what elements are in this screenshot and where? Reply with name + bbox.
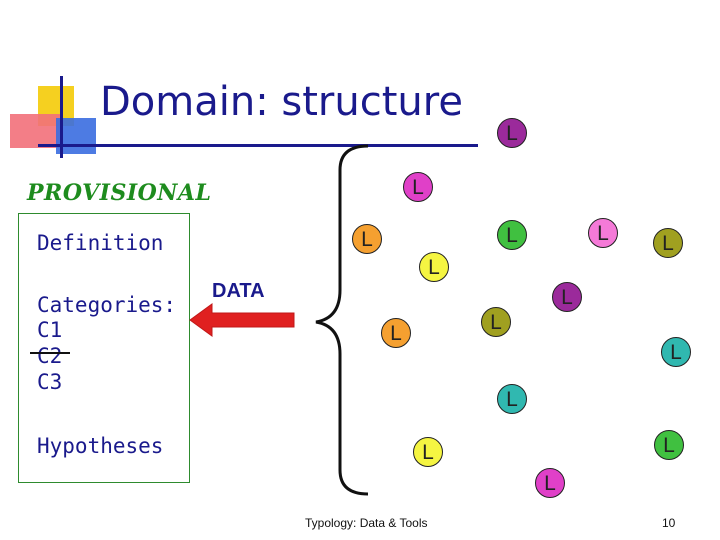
c2-strikethrough <box>30 352 70 354</box>
l-badge: L <box>497 384 527 414</box>
l-badge: L <box>497 118 527 148</box>
left-arrow-icon <box>188 302 298 338</box>
category-c2: C2 <box>37 344 63 368</box>
l-badge: L <box>552 282 582 312</box>
footer-text: Typology: Data & Tools <box>305 516 428 530</box>
provisional-box <box>18 213 190 483</box>
data-label: DATA <box>212 280 265 302</box>
curly-brace <box>310 140 370 500</box>
l-badge: L <box>413 437 443 467</box>
l-badge: L <box>381 318 411 348</box>
title-underline <box>38 144 478 147</box>
l-badge: L <box>535 468 565 498</box>
page-number: 10 <box>662 516 676 530</box>
l-badge: L <box>588 218 618 248</box>
l-badge: L <box>497 220 527 250</box>
l-badge: L <box>403 172 433 202</box>
slide-logo <box>0 0 110 170</box>
l-badge: L <box>419 252 449 282</box>
definition-label: Definition <box>37 231 164 255</box>
l-badge: L <box>654 430 684 460</box>
category-c3: C3 <box>37 370 63 394</box>
l-badge: L <box>661 337 691 367</box>
page-title: Domain: structure <box>100 79 463 125</box>
l-badge: L <box>352 224 382 254</box>
categories-label: Categories: <box>37 293 177 317</box>
hypotheses-label: Hypotheses <box>37 434 164 458</box>
category-c1: C1 <box>37 318 63 342</box>
provisional-label: PROVISIONAL <box>27 180 212 206</box>
l-badge: L <box>653 228 683 258</box>
l-badge: L <box>481 307 511 337</box>
